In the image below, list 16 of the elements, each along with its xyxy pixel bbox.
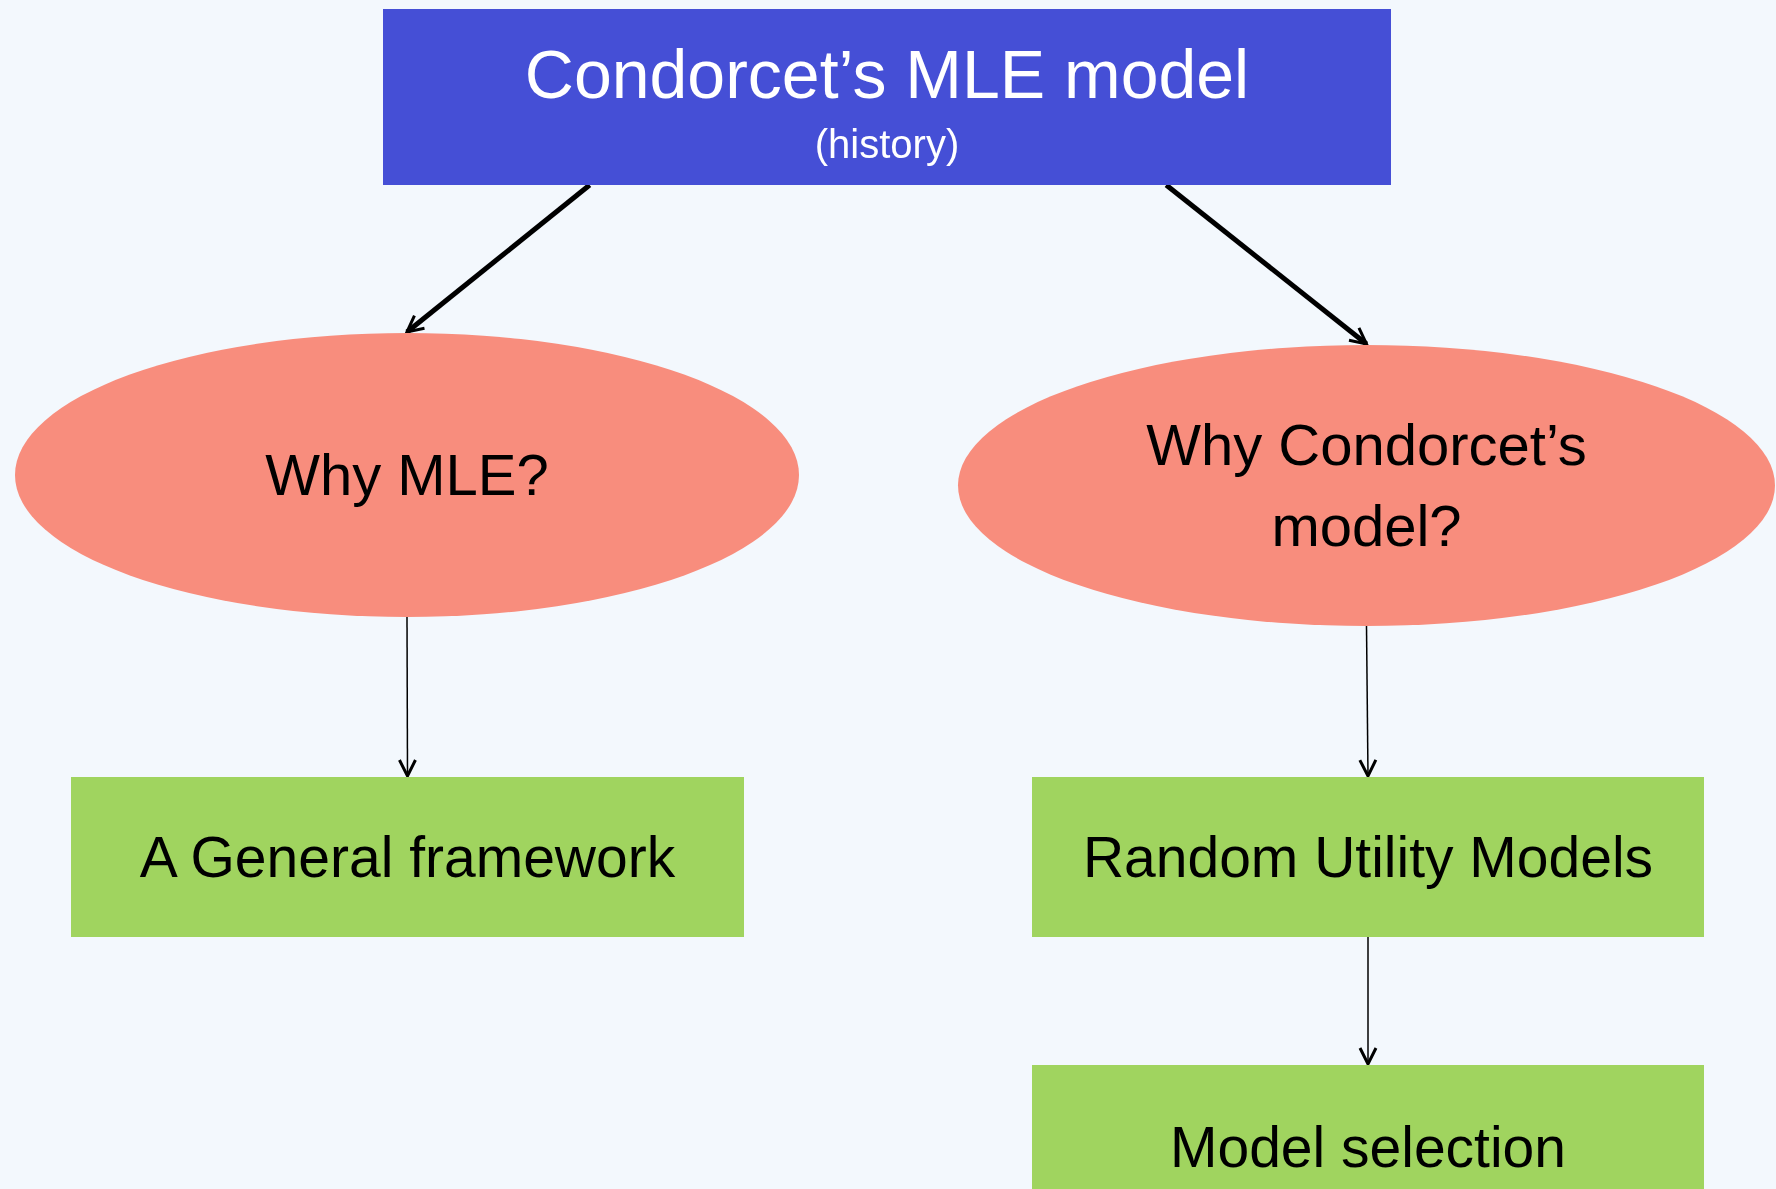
process-box — [1032, 1065, 1704, 1189]
title-box — [383, 9, 1391, 185]
node-label: A General framework — [139, 823, 676, 891]
arrow — [1164, 183, 1369, 346]
node-subtitle: (history) — [814, 121, 960, 166]
arrow — [1358, 936, 1378, 1066]
arrow — [1358, 625, 1378, 778]
process-box — [71, 777, 744, 937]
node-label: Why MLE? — [265, 441, 549, 509]
arrow — [405, 183, 592, 334]
node-label: Condorcet’s MLE model — [524, 35, 1250, 115]
node-label: Model selection — [1169, 1114, 1567, 1181]
process-box — [1032, 777, 1704, 937]
node-label: Random Utility Models — [1082, 823, 1654, 891]
node-label: Why Condorcet’s model? — [1145, 411, 1588, 560]
arrow — [397, 616, 417, 778]
